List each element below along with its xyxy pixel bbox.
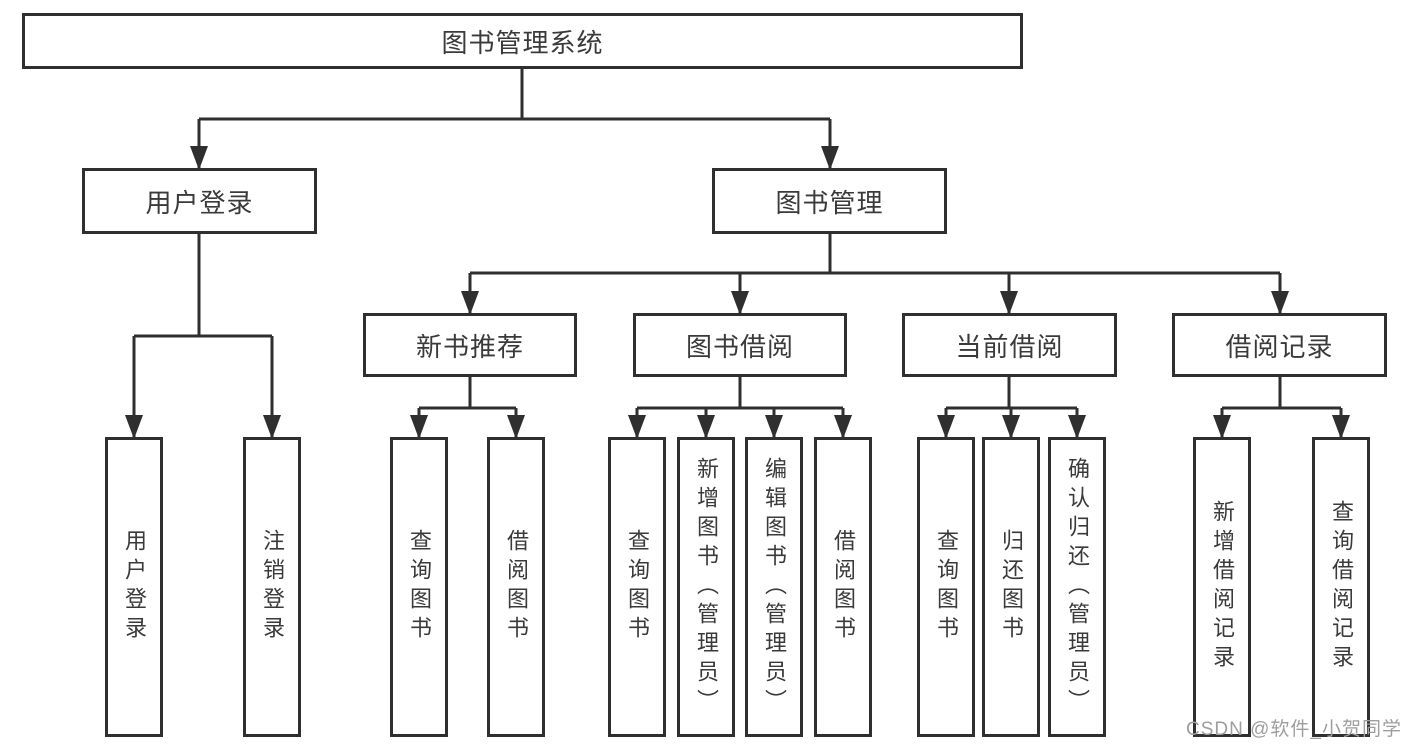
leaf-edit-books-admin: 编辑图书（管理员） — [745, 437, 803, 737]
node-new-book-recommend: 新书推荐 — [363, 313, 577, 377]
leaf-query-books-recommend: 查询图书 — [390, 437, 448, 737]
node-current-borrowing: 当前借阅 — [902, 313, 1117, 377]
leaf-add-borrow-record: 新增借阅记录 — [1193, 437, 1251, 737]
node-user-login: 用户登录 — [82, 168, 317, 234]
node-book-management: 图书管理 — [712, 168, 947, 234]
node-borrowing-records: 借阅记录 — [1172, 313, 1387, 377]
node-book-borrowing: 图书借阅 — [633, 313, 847, 377]
leaf-add-books-admin: 新增图书（管理员） — [677, 437, 735, 737]
leaf-confirm-return-admin: 确认归还（管理员） — [1048, 437, 1106, 737]
node-root-system: 图书管理系统 — [22, 13, 1023, 69]
leaf-user-login: 用户登录 — [105, 437, 163, 737]
leaf-borrow-books-borrowing: 借阅图书 — [814, 437, 872, 737]
leaf-return-books: 归还图书 — [982, 437, 1040, 737]
leaf-query-borrow-record: 查询借阅记录 — [1312, 437, 1370, 737]
csdn-watermark: CSDN @软件_小贺同学 — [1186, 719, 1402, 740]
leaf-query-books-borrowing: 查询图书 — [608, 437, 666, 737]
leaf-borrow-books-recommend: 借阅图书 — [487, 437, 545, 737]
leaf-logout: 注销登录 — [243, 437, 301, 737]
leaf-query-books-current: 查询图书 — [917, 437, 975, 737]
